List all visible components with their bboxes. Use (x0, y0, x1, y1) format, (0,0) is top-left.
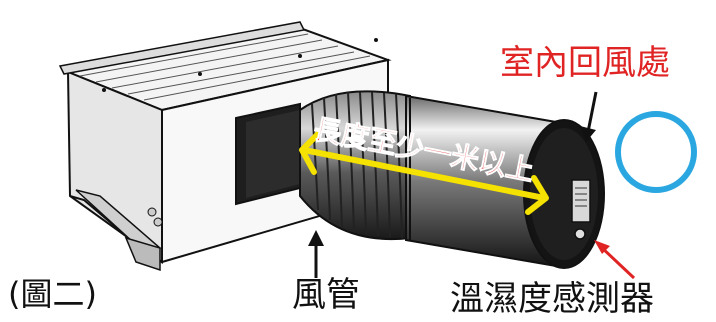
duct-pointer-arrow-icon (308, 230, 324, 278)
return-pointer-arrow-icon (580, 91, 598, 142)
sensor-label: 溫濕度感測器 (450, 279, 654, 319)
flex-duct (299, 90, 411, 241)
figure-label: (圖二) (8, 275, 97, 313)
circle-icon (615, 111, 697, 193)
length-arrow (299, 131, 549, 215)
sensor-pointer-arrow-icon (594, 240, 636, 280)
duct-label: 風管 (292, 275, 360, 315)
rigid-pipe (405, 94, 605, 269)
sensor-plate (571, 179, 591, 223)
sensor-knob (574, 228, 586, 240)
indoor-return-label: 室內回風處 (500, 43, 670, 83)
outlet-collar (235, 102, 301, 206)
